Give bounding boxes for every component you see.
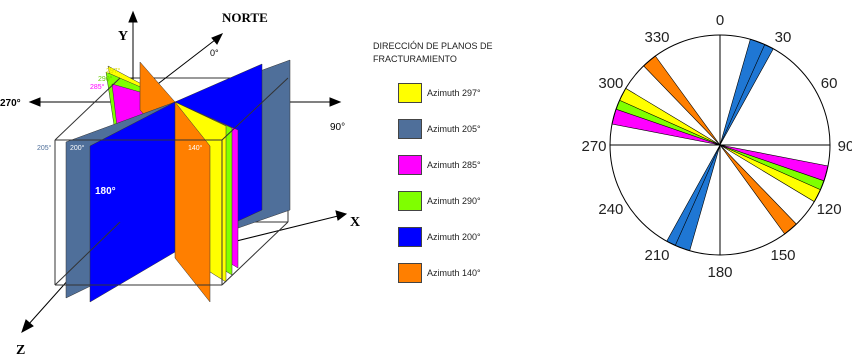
rose-tick-label-150: 150 [770,247,795,264]
rose-petal-20 [719,38,766,146]
legend-item-297: Azimuth 297° [398,82,481,104]
rose-tick-label-240: 240 [598,201,623,218]
cube-front-edges [54,77,289,286]
legend-item-290: Azimuth 290° [398,190,481,212]
legend-label: Azimuth 205° [427,124,481,134]
legend-item-285: Azimuth 285° [398,154,481,176]
swatch-285 [398,155,422,175]
deg-180-label: 180° [95,186,116,197]
axis-x-label: X [350,215,360,230]
legend-label: Azimuth 140° [427,268,481,278]
deg-270-label: 270° [0,98,21,109]
axis-y-label: Y [118,29,128,44]
legend-label: Azimuth 285° [427,160,481,170]
legend-label: Azimuth 297° [427,88,481,98]
swatch-205 [398,119,422,139]
legend-item-205: Azimuth 205° [398,118,481,140]
legend-item-140: Azimuth 140° [398,262,481,284]
legend-label: Azimuth 200° [427,232,481,242]
swatch-297 [398,83,422,103]
legend-title-line-2: FRACTURAMIENTO [373,54,457,64]
rose-tick-label-210: 210 [644,247,669,264]
deg-90-label: 90° [330,122,345,133]
rose-tick-label-120: 120 [817,201,842,218]
swatch-290 [398,191,422,211]
rose-tick-label-270: 270 [581,138,606,155]
legend-title: DIRECCIÓN DE PLANOS DE FRACTURAMIENTO [373,40,573,66]
label-205: 205° [37,144,52,152]
fracture-block-diagram: Y X Z NORTE 0° 270° 90° 180° 205° 200° 1… [0,10,360,358]
swatch-200 [398,227,422,247]
axis-z-label: Z [16,343,25,358]
rose-petal-200 [674,144,721,252]
label-200: 200° [70,144,85,152]
label-297: 297° [106,67,121,75]
rose-tick-label-330: 330 [644,29,669,46]
rose-tick-label-30: 30 [775,29,792,46]
rose-tick-label-90: 90 [838,138,852,155]
deg-0-label: 0° [210,48,219,58]
legend-label: Azimuth 290° [427,196,481,206]
fracture-planes [65,59,291,303]
north-label: NORTE [222,10,268,25]
rose-diagram: 0 30 60 90 120 150 180 210 240 270 300 330 [581,12,852,281]
rose-tick-labels: 0 30 60 90 120 150 180 210 240 270 300 330 [581,12,852,281]
label-140: 140° [188,144,203,152]
plane-140-front [174,101,211,303]
rose-tick-label-180: 180 [707,264,732,281]
rose-tick-label-60: 60 [821,75,838,92]
swatch-140 [398,263,422,283]
legend-title-line-1: DIRECCIÓN DE PLANOS DE [373,41,493,51]
label-285: 285° [90,83,105,91]
legend-item-200: Azimuth 200° [398,226,481,248]
rose-tick-label-0: 0 [716,12,724,29]
label-290: 290° [98,75,113,83]
rose-petals [611,38,829,252]
rose-tick-label-300: 300 [598,75,623,92]
